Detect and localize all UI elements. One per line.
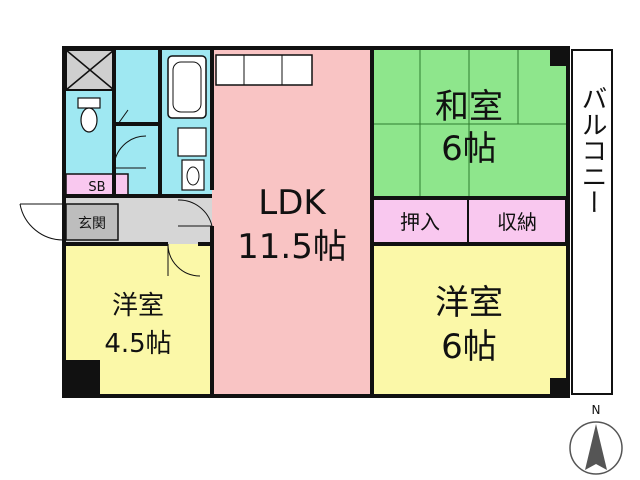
balcony-area [571,49,613,395]
youshitsu-right-size: 6帖 [441,327,497,367]
walls [62,46,570,398]
compass-needle-icon [585,424,607,470]
washing-machine-area [177,127,207,157]
ldk-size: 11.5帖 [237,227,347,267]
balcony-label: バルコニー [577,85,607,215]
compass-n-label: N [592,403,601,417]
washitsu-name: 和室 [435,87,503,127]
door-swings [19,109,213,277]
kitchen-counter [215,54,313,86]
north-compass: N [569,403,623,475]
youshitsu-right-name: 洋室 [435,283,503,323]
entrance-floor [65,203,119,241]
oshiire-label: 押入 [400,210,440,234]
ldk-room [212,50,372,394]
washbasin [181,159,205,191]
youshitsu-left-name: 洋室 [112,291,164,321]
shoe-box-label: SB [88,180,105,195]
youshitsu-left-size: 4.5帖 [104,329,171,359]
tatami-lines [372,50,566,198]
washitsu-size: 6帖 [441,129,497,169]
youshitsu-right-room [372,244,566,394]
entrance-label: 玄関 [78,215,106,232]
toilet [77,97,101,133]
ldk-name: LDK [258,183,327,223]
shuno-label: 収納 [497,210,537,234]
